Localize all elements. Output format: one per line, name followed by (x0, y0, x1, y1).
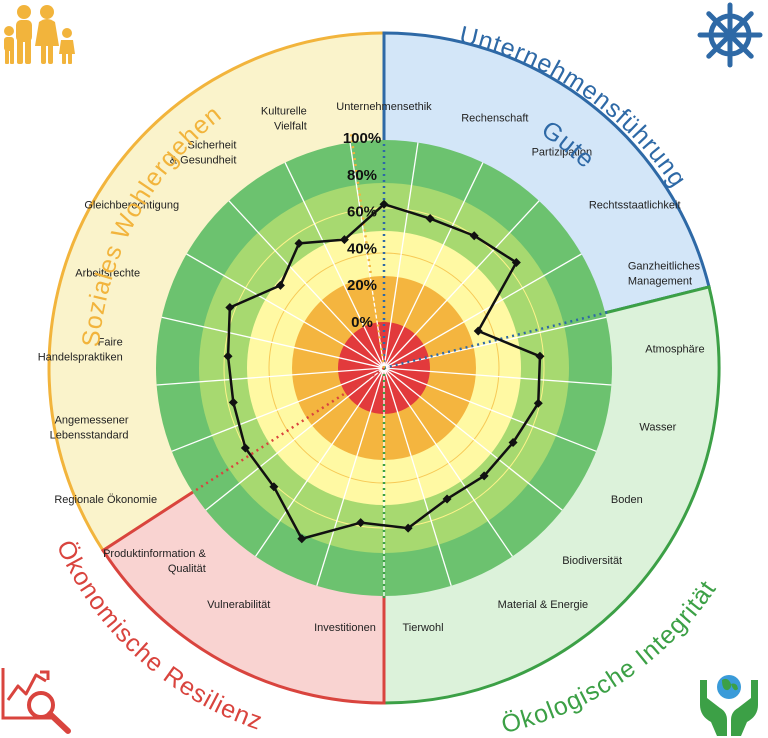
spoke-line (383, 253, 582, 369)
category-label: Sicherheit& Gesundheit (170, 140, 237, 167)
series-point (511, 257, 521, 267)
data-series (223, 199, 545, 544)
series-point (339, 235, 349, 245)
series-point (228, 397, 238, 407)
category-label: Gleichberechtigung (84, 200, 179, 212)
spoke-line (383, 367, 452, 587)
series-point (533, 398, 543, 408)
spoke-line (205, 367, 385, 511)
category-label: Rechtsstaatlichkeit (589, 200, 681, 212)
spoke-line (255, 367, 385, 557)
category-label: Unternehmensethik (336, 101, 432, 113)
series-point (297, 534, 307, 544)
series-point (294, 238, 304, 248)
series-point (508, 438, 518, 448)
spoke-line (383, 367, 513, 557)
divider-line (383, 311, 608, 370)
series-point (223, 351, 233, 361)
divider-line (190, 366, 385, 495)
category-label: Regionale Ökonomie (54, 494, 157, 506)
series-point (479, 471, 489, 481)
percent-label: 0% (351, 314, 373, 331)
wheel-spoke (706, 36, 729, 59)
spoke-line (383, 142, 419, 369)
spoke-line (284, 162, 385, 369)
category-label: Partizipation (532, 147, 593, 159)
category-label: Tierwohl (402, 622, 443, 634)
spoke-line (383, 367, 563, 511)
spoke-line (171, 367, 385, 452)
series-point (240, 443, 250, 453)
category-label: Vulnerabilität (207, 599, 270, 611)
divider-line (349, 130, 386, 369)
spoke-line (383, 367, 612, 386)
spoke-line (186, 253, 385, 369)
percent-labels: 0% 20% 40% 60% 80% 100% (343, 130, 381, 331)
percent-label: 80% (347, 167, 377, 184)
spoke-line (228, 200, 385, 369)
percent-label: 100% (343, 130, 381, 147)
ship-wheel-icon (697, 2, 763, 68)
family-icon (4, 5, 75, 64)
series-point (535, 351, 545, 361)
spoke-line (316, 367, 385, 587)
series-point (269, 482, 279, 492)
series-point (425, 214, 435, 224)
category-labels: UnternehmensethikRechenschaftPartizipati… (38, 101, 705, 634)
series-point (225, 302, 235, 312)
spoke-line (383, 200, 540, 369)
series-point (356, 518, 366, 528)
quadrant-dividers (190, 130, 608, 598)
wheel-spoke (731, 36, 754, 59)
spoke-line (161, 316, 385, 369)
category-label: Wasser (639, 421, 676, 433)
wheel-spoke (706, 11, 729, 34)
category-label: Arbeitsrechte (75, 267, 140, 279)
series-point (442, 494, 452, 504)
spoke-line (156, 367, 385, 386)
percent-label: 40% (347, 240, 377, 257)
series-point (379, 199, 389, 209)
spoke-line (383, 367, 597, 452)
series-point (469, 231, 479, 241)
category-label: Biodiversität (562, 555, 622, 567)
wheel-spoke (731, 11, 754, 34)
hands-globe-icon (700, 675, 758, 736)
category-label: Material & Energie (498, 599, 589, 611)
category-label: Atmosphäre (645, 343, 704, 355)
category-label: Produktinformation &Qualität (103, 548, 206, 575)
category-label: Boden (611, 494, 643, 506)
spoke-line (383, 162, 484, 369)
series-point (275, 280, 285, 290)
percent-label: 60% (347, 204, 377, 221)
series-line (226, 202, 542, 541)
magnifier-chart-icon (1, 668, 71, 734)
category-label: Investitionen (314, 622, 376, 634)
percent-label: 20% (347, 277, 377, 294)
series-point (473, 326, 483, 336)
series-point (403, 523, 413, 533)
category-label: Rechenschaft (461, 113, 528, 125)
